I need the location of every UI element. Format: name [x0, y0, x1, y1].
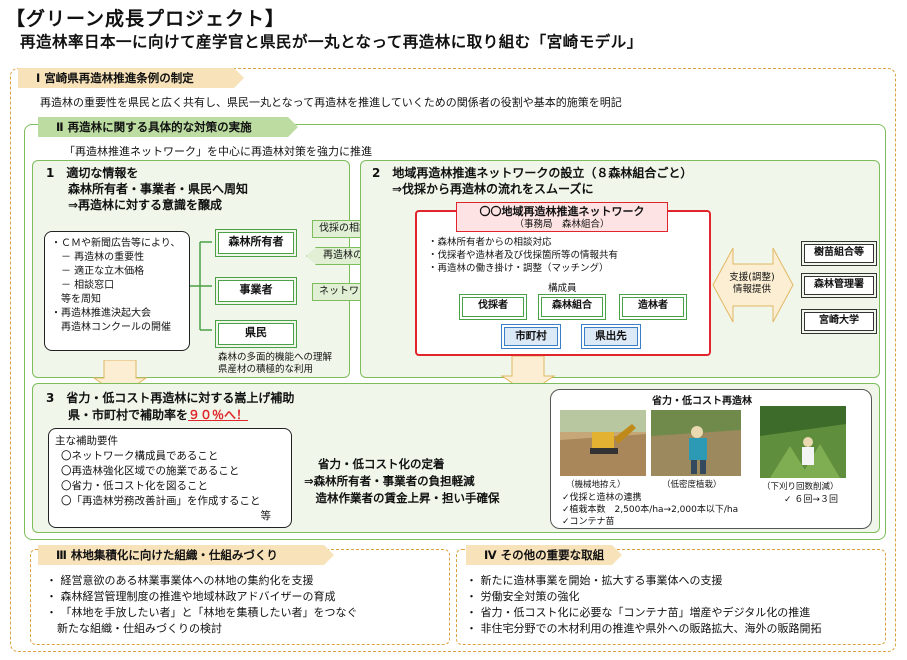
- caption-planting: （低密度植栽）: [662, 480, 722, 490]
- photo-machine-site: [560, 410, 646, 476]
- page-title: 【グリーン成長プロジェクト】: [6, 8, 286, 30]
- partner-seedling: 樹苗組合等: [801, 241, 877, 266]
- section1-tag: Ⅰ 宮崎県再造林推進条例の制定: [18, 68, 244, 88]
- panel3-heading: 3 省力・低コスト再造林に対する嵩上げ補助 県・市町村で補助率を９０％へ！: [46, 391, 295, 422]
- outer-frame: [10, 68, 896, 652]
- section3-list: ・ 経営意欲のある林業事業体への林地の集約化を支援・ 森林経営管理制度の推進や地…: [46, 574, 358, 635]
- network-items: ・森林所有者からの相談対応・伐採者や造林者及び伐採箇所等の情報共有・再造林の働き…: [428, 237, 619, 274]
- member-planter: 造林者: [619, 294, 687, 320]
- partner-forest-office: 森林管理署: [801, 273, 877, 298]
- partner-univ: 宮崎大学: [801, 309, 877, 334]
- section4-list: ・ 新たに造林事業を開始・拡大する事業体への支援・ 労働安全対策の強化・ 省力・…: [466, 574, 822, 635]
- requirements-box: 主な補助要件 〇ネットワーク構成員であること 〇再造林強化区域での施業であること…: [48, 428, 292, 528]
- support-label: 支援(調整)情報提供: [729, 272, 775, 295]
- caption-weeding: （下刈り回数削減）: [762, 482, 839, 492]
- section2-tag: Ⅱ 再造林に関する具体的な対策の実施: [38, 117, 298, 137]
- target-business: 事業者: [215, 277, 297, 305]
- member-forest-assoc: 森林組合: [538, 294, 606, 320]
- citizen-note: 森林の多面的機能への理解県産材の積極的な利用: [218, 352, 333, 375]
- panel1-heading: 1 適切な情報を 森林所有者・事業者・県民へ周知 ⇒再造林に対する意識を醸成: [46, 166, 249, 212]
- section1-desc: 再造林の重要性を県民と広く共有し、県民一丸となって再造林を推進していくための関係…: [40, 96, 622, 109]
- caption-machine: （機械地拵え）: [566, 480, 626, 490]
- gov-pref-office: 県出先: [581, 324, 641, 349]
- member-logger: 伐採者: [459, 294, 527, 320]
- photo-planting: [651, 410, 741, 476]
- photo-weeding: [760, 406, 846, 478]
- network-title-box: 〇〇地域再造林推進ネットワーク （事務局 森林組合）: [456, 202, 668, 232]
- target-forest-owner: 森林所有者: [215, 229, 297, 257]
- page-subtitle: 再造林率日本一に向けて産学官と県民が一丸となって再造林に取り組む「宮崎モデル」: [20, 33, 643, 51]
- members-label: 構成員: [548, 283, 577, 294]
- gov-municipality: 市町村: [501, 324, 561, 349]
- panel2-heading: 2 地域再造林推進ネットワークの設立（８森林組合ごと） ⇒伐採から再造林の流れを…: [372, 166, 693, 196]
- photo-title: 省力・低コスト再造林: [652, 396, 752, 407]
- target-citizens: 県民: [215, 320, 297, 348]
- section4-tag: Ⅳ その他の重要な取組: [466, 545, 622, 565]
- bracket-arrows: [190, 241, 212, 331]
- publicity-list: ・ＣＭや新聞広告等により、 － 再造林の重要性 － 適正な立木価格 － 相談窓口…: [44, 231, 190, 351]
- mowing-reduction: ✓ ６回→３回: [784, 495, 838, 505]
- support-double-arrow: [712, 247, 794, 323]
- photo-bullets: ✓伐採と造林の連携✓植栽本数 2,500本/ha→2,000本以下/ha✓コンテ…: [562, 493, 739, 527]
- subsidy-effects: 省力・低コスト化の定着 ⇒森林所有者・事業者の負担軽減 造林作業者の賃金上昇・担…: [304, 457, 500, 505]
- section3-tag: Ⅲ 林地集積化に向けた組織・仕組みづくり: [38, 545, 334, 565]
- network-box: [415, 210, 711, 356]
- section4-box: [456, 549, 886, 645]
- section2-intro: 「再造林推進ネットワーク」を中心に再造林対策を強力に推進: [64, 145, 372, 158]
